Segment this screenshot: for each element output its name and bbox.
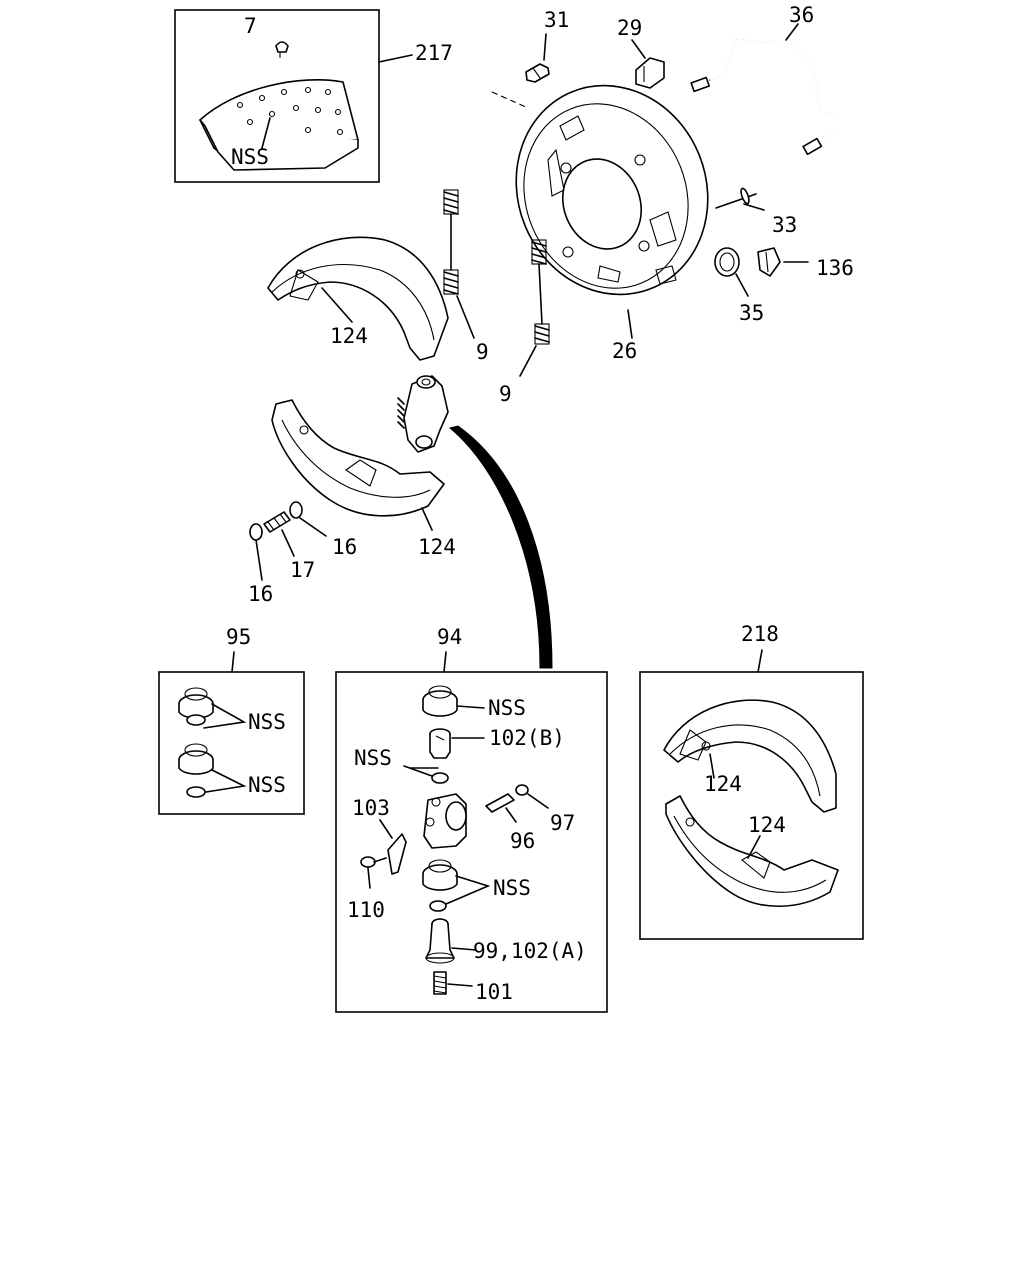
wheel-cylinder [397, 375, 449, 453]
label-nss-95a: NSS [248, 710, 286, 734]
shoe-218-lower: 124 [665, 795, 839, 907]
piston-102b [429, 728, 485, 759]
rivet-7 [275, 41, 289, 58]
label-218: 218 [741, 622, 779, 646]
label-102b: 102(B) [489, 726, 565, 750]
label-nss-95b: NSS [248, 773, 286, 797]
piston-99-102a [425, 918, 477, 964]
label-33: 33 [772, 213, 797, 237]
label-97: 97 [550, 811, 575, 835]
label-96: 96 [510, 829, 535, 853]
box-95-cup-kit: 95 NSS NSS [158, 625, 305, 815]
label-nss-94a: NSS [488, 696, 526, 720]
brake-pipe-36 [690, 23, 836, 156]
screw-110 [360, 856, 387, 889]
label-94: 94 [437, 625, 462, 649]
backing-plate-group: 31 29 36 33 136 35 26 [491, 3, 854, 363]
cup-seal-lower [178, 743, 214, 798]
adjuster-screw-101 [433, 971, 473, 995]
box-94-wheel-cylinder-kit: 94 [335, 625, 608, 1013]
label-29: 29 [617, 16, 642, 40]
box-217-lining: 7 217 NSS [174, 9, 453, 183]
label-31: 31 [544, 8, 569, 32]
label-36: 36 [789, 3, 814, 27]
plate-103 [379, 819, 407, 875]
backing-plate-26 [515, 84, 709, 339]
label-110: 110 [347, 898, 385, 922]
label-99-102a: 99,102(A) [473, 939, 587, 963]
label-124-box-lower: 124 [748, 813, 786, 837]
label-nss-94b: NSS [354, 746, 392, 770]
callout-arrow [448, 425, 553, 669]
cylinder-body [423, 793, 467, 849]
brake-lining [199, 79, 359, 171]
cap-97 [515, 784, 549, 809]
label-103: 103 [352, 796, 390, 820]
spring-17 [263, 511, 291, 533]
label-17: 17 [290, 558, 315, 582]
cap-35 [714, 247, 749, 297]
label-101: 101 [475, 980, 513, 1004]
label-16-right: 16 [332, 535, 357, 559]
label-9-upper: 9 [476, 340, 489, 364]
label-7: 7 [244, 14, 257, 38]
label-217: 217 [415, 41, 453, 65]
label-16-left: 16 [248, 582, 273, 606]
label-136: 136 [816, 256, 854, 280]
brake-shoe-lower: 124 [271, 399, 456, 559]
bleeder-screw-31 [525, 33, 550, 83]
clip-29 [631, 39, 665, 89]
label-124-lower: 124 [418, 535, 456, 559]
box-218-shoe-set: 218 124 124 [639, 622, 864, 940]
cup-94-lower [422, 859, 458, 912]
label-nss-lining: NSS [231, 145, 269, 169]
brake-shoe-upper: 124 [267, 236, 449, 361]
label-35: 35 [739, 301, 764, 325]
label-nss-94c: NSS [493, 876, 531, 900]
pin-33 [715, 187, 765, 211]
cup-94-top [422, 685, 485, 717]
label-124-upper: 124 [330, 324, 368, 348]
label-26: 26 [612, 339, 637, 363]
label-95: 95 [226, 625, 251, 649]
label-124-box-upper: 124 [704, 772, 742, 796]
spring-9-upper: 9 [443, 189, 489, 364]
adjuster-parts: 16 17 16 [248, 501, 357, 606]
label-9-lower: 9 [499, 382, 512, 406]
bleeder-96 [485, 793, 517, 823]
shoe-218-upper: 124 [663, 699, 837, 813]
cup-seal-upper [178, 687, 214, 726]
clip-136 [757, 247, 809, 277]
seal-94-small [431, 772, 449, 784]
spring-9-lower: 9 [499, 239, 550, 406]
